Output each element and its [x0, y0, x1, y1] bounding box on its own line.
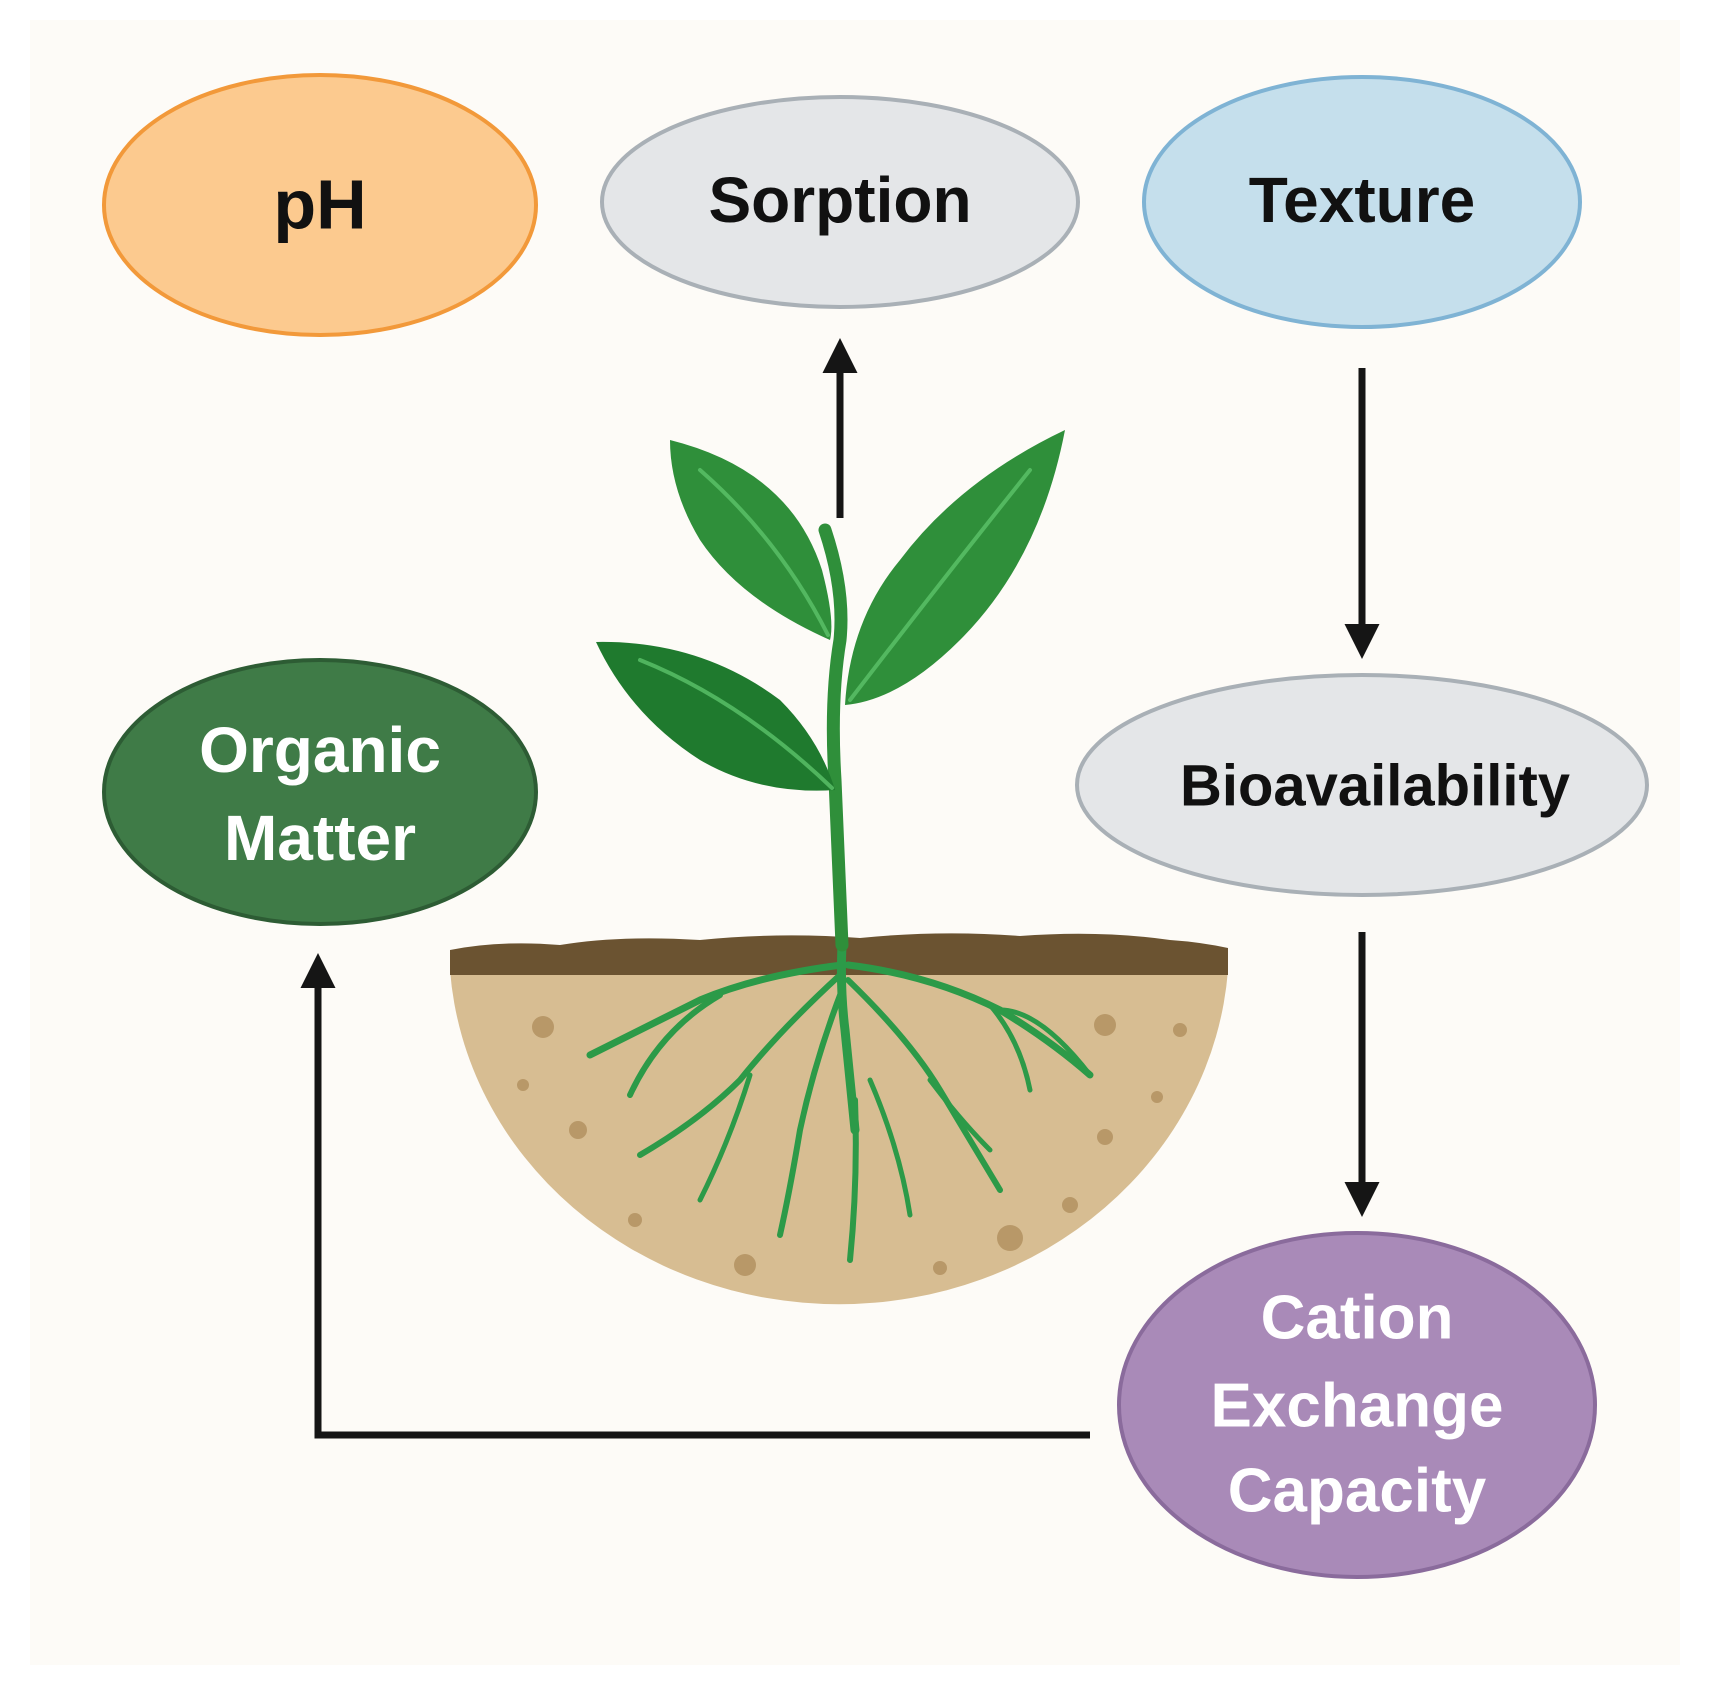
plant-stem	[818, 523, 849, 952]
leaf-veins	[638, 468, 1032, 790]
node-sorption: Sorption	[600, 95, 1080, 309]
sorption-ellipse	[600, 95, 1080, 309]
bioavailability-label: Bioavailability	[1180, 753, 1570, 818]
node-ph: pH	[102, 73, 538, 337]
soil-body	[450, 970, 1228, 1305]
organic-matter-label-line-1: Organic	[199, 714, 441, 786]
cec-ellipse	[1117, 1231, 1597, 1579]
ph-label: pH	[273, 165, 366, 243]
plant-illustration	[586, 430, 1094, 1263]
leaf-top-left	[670, 440, 832, 640]
leaf-left	[596, 641, 835, 791]
arrows	[300, 338, 1380, 1439]
texture-label: Texture	[1249, 164, 1475, 236]
arrow-cec-to-organic-matter	[300, 953, 1090, 1439]
texture-ellipse	[1142, 75, 1582, 329]
ph-ellipse	[102, 73, 538, 337]
node-bioavailability: Bioavailability	[1075, 673, 1649, 897]
organic-matter-ellipse	[102, 658, 538, 926]
soil-particles	[517, 1014, 1187, 1276]
node-organic-matter: Organic Matter	[102, 658, 538, 926]
soil-illustration	[450, 933, 1228, 1305]
node-cation-exchange-capacity: Cation Exchange Capacity	[1117, 1231, 1597, 1579]
plant-roots	[586, 940, 1094, 1263]
node-texture: Texture	[1142, 75, 1582, 329]
organic-matter-label-line-2: Matter	[224, 802, 416, 874]
cec-label-line-2: Exchange	[1211, 1371, 1504, 1440]
bioavailability-ellipse	[1075, 673, 1649, 897]
sorption-label: Sorption	[708, 164, 971, 236]
cec-label-line-1: Cation	[1261, 1283, 1454, 1352]
cec-label-line-3: Capacity	[1228, 1456, 1487, 1525]
